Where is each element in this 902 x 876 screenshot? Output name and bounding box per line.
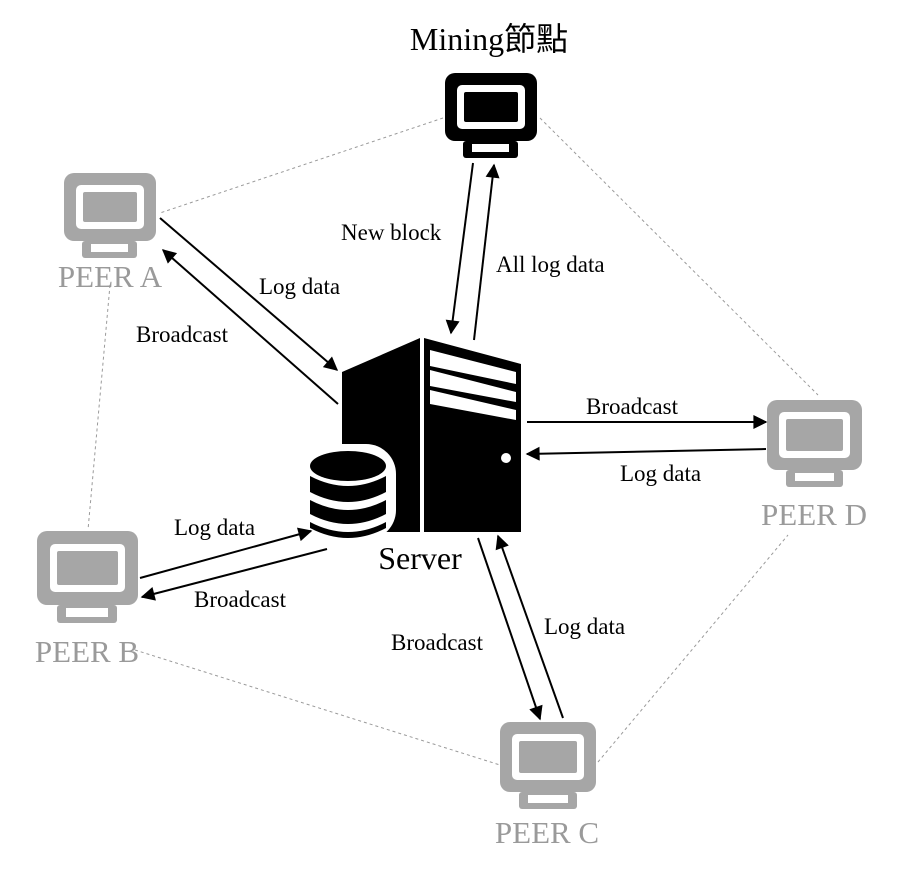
arrow-d-log-data xyxy=(525,446,767,461)
database-icon xyxy=(306,444,396,540)
edge-mining-server xyxy=(445,162,500,341)
edge-peer-c-server xyxy=(477,534,564,721)
edge-label-all-log-data: All log data xyxy=(496,252,605,277)
edge-label-b-broadcast: Broadcast xyxy=(194,587,287,612)
peer-a-computer-icon xyxy=(64,173,156,258)
peer-c-label: PEER C xyxy=(495,815,599,850)
mining-node-icon xyxy=(445,73,537,158)
edge-label-d-broadcast: Broadcast xyxy=(586,394,679,419)
edge-label-b-log-data: Log data xyxy=(174,515,255,540)
arrow-a-log-data xyxy=(159,217,339,371)
arrow-b-log-data xyxy=(139,527,313,579)
edge-label-a-broadcast: Broadcast xyxy=(136,322,229,347)
edge-label-a-log-data: Log data xyxy=(259,274,340,299)
arrow-c-log-data xyxy=(495,534,564,719)
mesh-line-mining-a xyxy=(159,117,444,214)
edge-label-c-broadcast: Broadcast xyxy=(391,630,484,655)
arrow-b-broadcast xyxy=(140,548,328,601)
edge-label-new-block: New block xyxy=(341,220,442,245)
mesh-line-a-b xyxy=(87,284,111,531)
edge-peer-d-server xyxy=(525,415,768,461)
edge-label-c-log-data: Log data xyxy=(544,614,625,639)
peer-b-computer-icon xyxy=(37,531,138,623)
arrow-c-broadcast xyxy=(477,537,543,721)
arrow-a-broadcast xyxy=(161,249,339,405)
peer-mesh xyxy=(87,117,819,766)
server-label: Server xyxy=(378,540,462,576)
arrow-new-block xyxy=(445,162,474,335)
peer-d-label: PEER D xyxy=(761,497,867,532)
edge-peer-b-server xyxy=(139,527,328,601)
peer-d-computer-icon xyxy=(767,400,862,487)
arrow-all-log-data xyxy=(473,163,500,341)
mining-node-title: Mining節點 xyxy=(410,21,568,57)
mesh-line-c-d xyxy=(597,534,789,763)
peer-a-label: PEER A xyxy=(58,259,163,294)
peer-c-computer-icon xyxy=(500,722,596,809)
mesh-line-b-c xyxy=(134,649,501,766)
edge-peer-a-server xyxy=(159,217,339,405)
edge-label-d-log-data: Log data xyxy=(620,461,701,486)
peer-b-label: PEER B xyxy=(35,634,139,669)
